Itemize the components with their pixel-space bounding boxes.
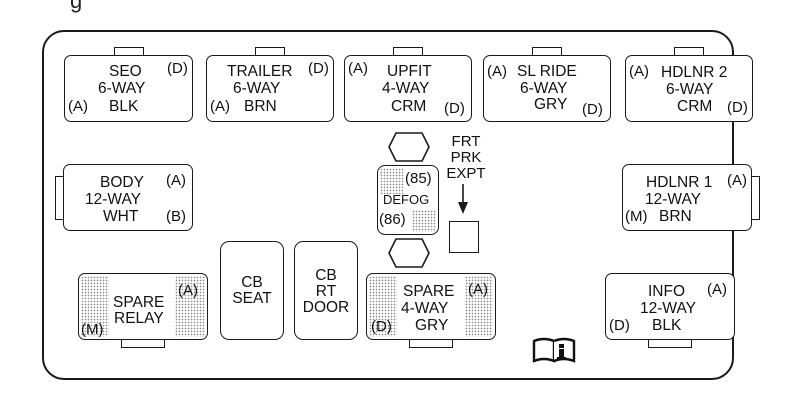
pin-label: (D)	[609, 317, 630, 334]
frt-prk-expt-fuse-slot[interactable]	[449, 221, 479, 253]
connector-sl-ride[interactable]: (A) SL RIDE 6-WAY GRY (D)	[483, 47, 611, 122]
connector-name: HDLNR 1	[646, 174, 713, 191]
connector-name: TRAILER	[227, 63, 293, 80]
pin-label: (A)	[487, 63, 507, 80]
connector-line2: RELAY	[114, 310, 164, 327]
connector-tab	[532, 47, 562, 55]
connector-name: SL RIDE	[517, 63, 577, 80]
connector-hdlnr-1[interactable]: HDLNR 1 (A) 12-WAY (M) BRN	[622, 164, 760, 231]
pin-label: (86)	[379, 211, 406, 228]
connector-seo[interactable]: SEO (D) 6-WAY (A) BLK	[64, 47, 193, 122]
hexagon-fuse-upper[interactable]	[388, 132, 430, 162]
title-fragment: g	[70, 0, 83, 13]
pin-label: (A)	[348, 60, 368, 77]
shading	[369, 276, 397, 337]
relay-defog[interactable]: (85) DEFOG (86)	[377, 165, 439, 235]
pin-label: (M)	[625, 208, 648, 225]
connector-spare-4way[interactable]: SPARE (A) 4-WAY (D) GRY	[366, 273, 496, 348]
pin-label: (D)	[582, 101, 603, 118]
owner-manual-info-icon	[532, 337, 576, 363]
pin-label: (D)	[371, 318, 392, 335]
connector-name: INFO	[648, 283, 686, 300]
pin-label: (A)	[727, 172, 747, 189]
connector-upfit[interactable]: (A) UPFIT 4-WAY CRM (D)	[344, 47, 472, 122]
connector-color: GRY	[415, 317, 449, 334]
shading	[81, 276, 109, 337]
circuit-breaker-seat[interactable]: CB SEAT	[220, 241, 284, 340]
connector-tab	[393, 47, 423, 55]
connector-spare-relay[interactable]: SPARE (A) RELAY (M)	[78, 273, 208, 348]
connector-name: SEO	[109, 63, 142, 80]
pin-label: (A)	[468, 281, 488, 298]
pin-label: (A)	[68, 98, 88, 115]
connector-name: HDLNR 2	[661, 64, 728, 81]
connector-tab	[409, 340, 453, 348]
arrow-down-icon	[458, 184, 468, 214]
connector-tab	[752, 175, 760, 220]
pin-label: (D)	[308, 60, 329, 77]
connector-ways: 12-WAY	[640, 300, 696, 317]
shading	[380, 168, 404, 194]
connector-color: CRM	[677, 98, 713, 115]
connector-name: UPFIT	[387, 63, 432, 80]
connector-ways: 4-WAY	[401, 300, 449, 317]
shading	[465, 276, 493, 337]
shading	[175, 276, 205, 337]
frt-prk-expt-label: FRT PRK EXPT	[441, 134, 491, 182]
pin-label: (A)	[178, 282, 198, 299]
pin-label: (D)	[727, 99, 748, 116]
connector-color: BRN	[244, 98, 277, 115]
connector-tab	[121, 340, 165, 348]
circuit-breaker-rt-door[interactable]: CB RT DOOR	[294, 241, 358, 340]
breaker-label: SEAT	[232, 290, 272, 307]
connector-color: WHT	[103, 208, 139, 225]
connector-tab	[113, 47, 144, 55]
connector-body[interactable]: BODY (A) 12-WAY WHT (B)	[55, 164, 193, 231]
pin-label: (D)	[444, 100, 465, 117]
connector-color: GRY	[534, 96, 568, 113]
hexagon-fuse-lower[interactable]	[388, 238, 430, 268]
pin-label: (85)	[405, 170, 432, 187]
relay-name: DEFOG	[383, 192, 430, 207]
connector-name: BODY	[100, 174, 144, 191]
connector-hdlnr-2[interactable]: (A) HDLNR 2 6-WAY CRM (D)	[625, 47, 753, 122]
connector-ways: 4-WAY	[382, 80, 430, 97]
connector-name: SPARE	[113, 294, 165, 311]
connector-ways: 12-WAY	[85, 191, 141, 208]
connector-ways: 6-WAY	[233, 80, 281, 97]
pin-label: (M)	[81, 321, 104, 338]
connector-color: CRM	[391, 98, 427, 115]
label-line: PRK	[450, 149, 482, 166]
connector-tab	[648, 340, 692, 348]
breaker-label: CB	[315, 267, 337, 284]
pin-label: (A)	[166, 172, 186, 189]
connector-ways: 6-WAY	[520, 80, 568, 97]
shading	[412, 210, 436, 232]
breaker-label: DOOR	[302, 299, 350, 316]
pin-label: (D)	[167, 60, 188, 77]
connector-trailer[interactable]: TRAILER (D) 6-WAY (A) BRN	[206, 47, 334, 122]
connector-tab	[255, 47, 285, 55]
connector-name: SPARE	[403, 283, 455, 300]
label-line: FRT	[451, 133, 481, 150]
connector-ways: 12-WAY	[645, 191, 701, 208]
connector-color: BRN	[659, 208, 692, 225]
connector-tab	[55, 175, 63, 220]
label-line: EXPT	[446, 165, 486, 182]
connector-ways: 6-WAY	[666, 81, 714, 98]
pin-label: (A)	[707, 281, 727, 298]
pin-label: (A)	[210, 98, 230, 115]
connector-color: BLK	[109, 98, 139, 115]
connector-ways: 6-WAY	[98, 80, 146, 97]
connector-color: BLK	[652, 317, 682, 334]
connector-tab	[674, 47, 704, 55]
pin-label: (B)	[166, 208, 186, 225]
pin-label: (A)	[629, 63, 649, 80]
breaker-label: RT	[315, 283, 337, 300]
connector-info[interactable]: INFO (A) 12-WAY (D) BLK	[605, 273, 735, 348]
breaker-label: CB	[241, 274, 263, 291]
